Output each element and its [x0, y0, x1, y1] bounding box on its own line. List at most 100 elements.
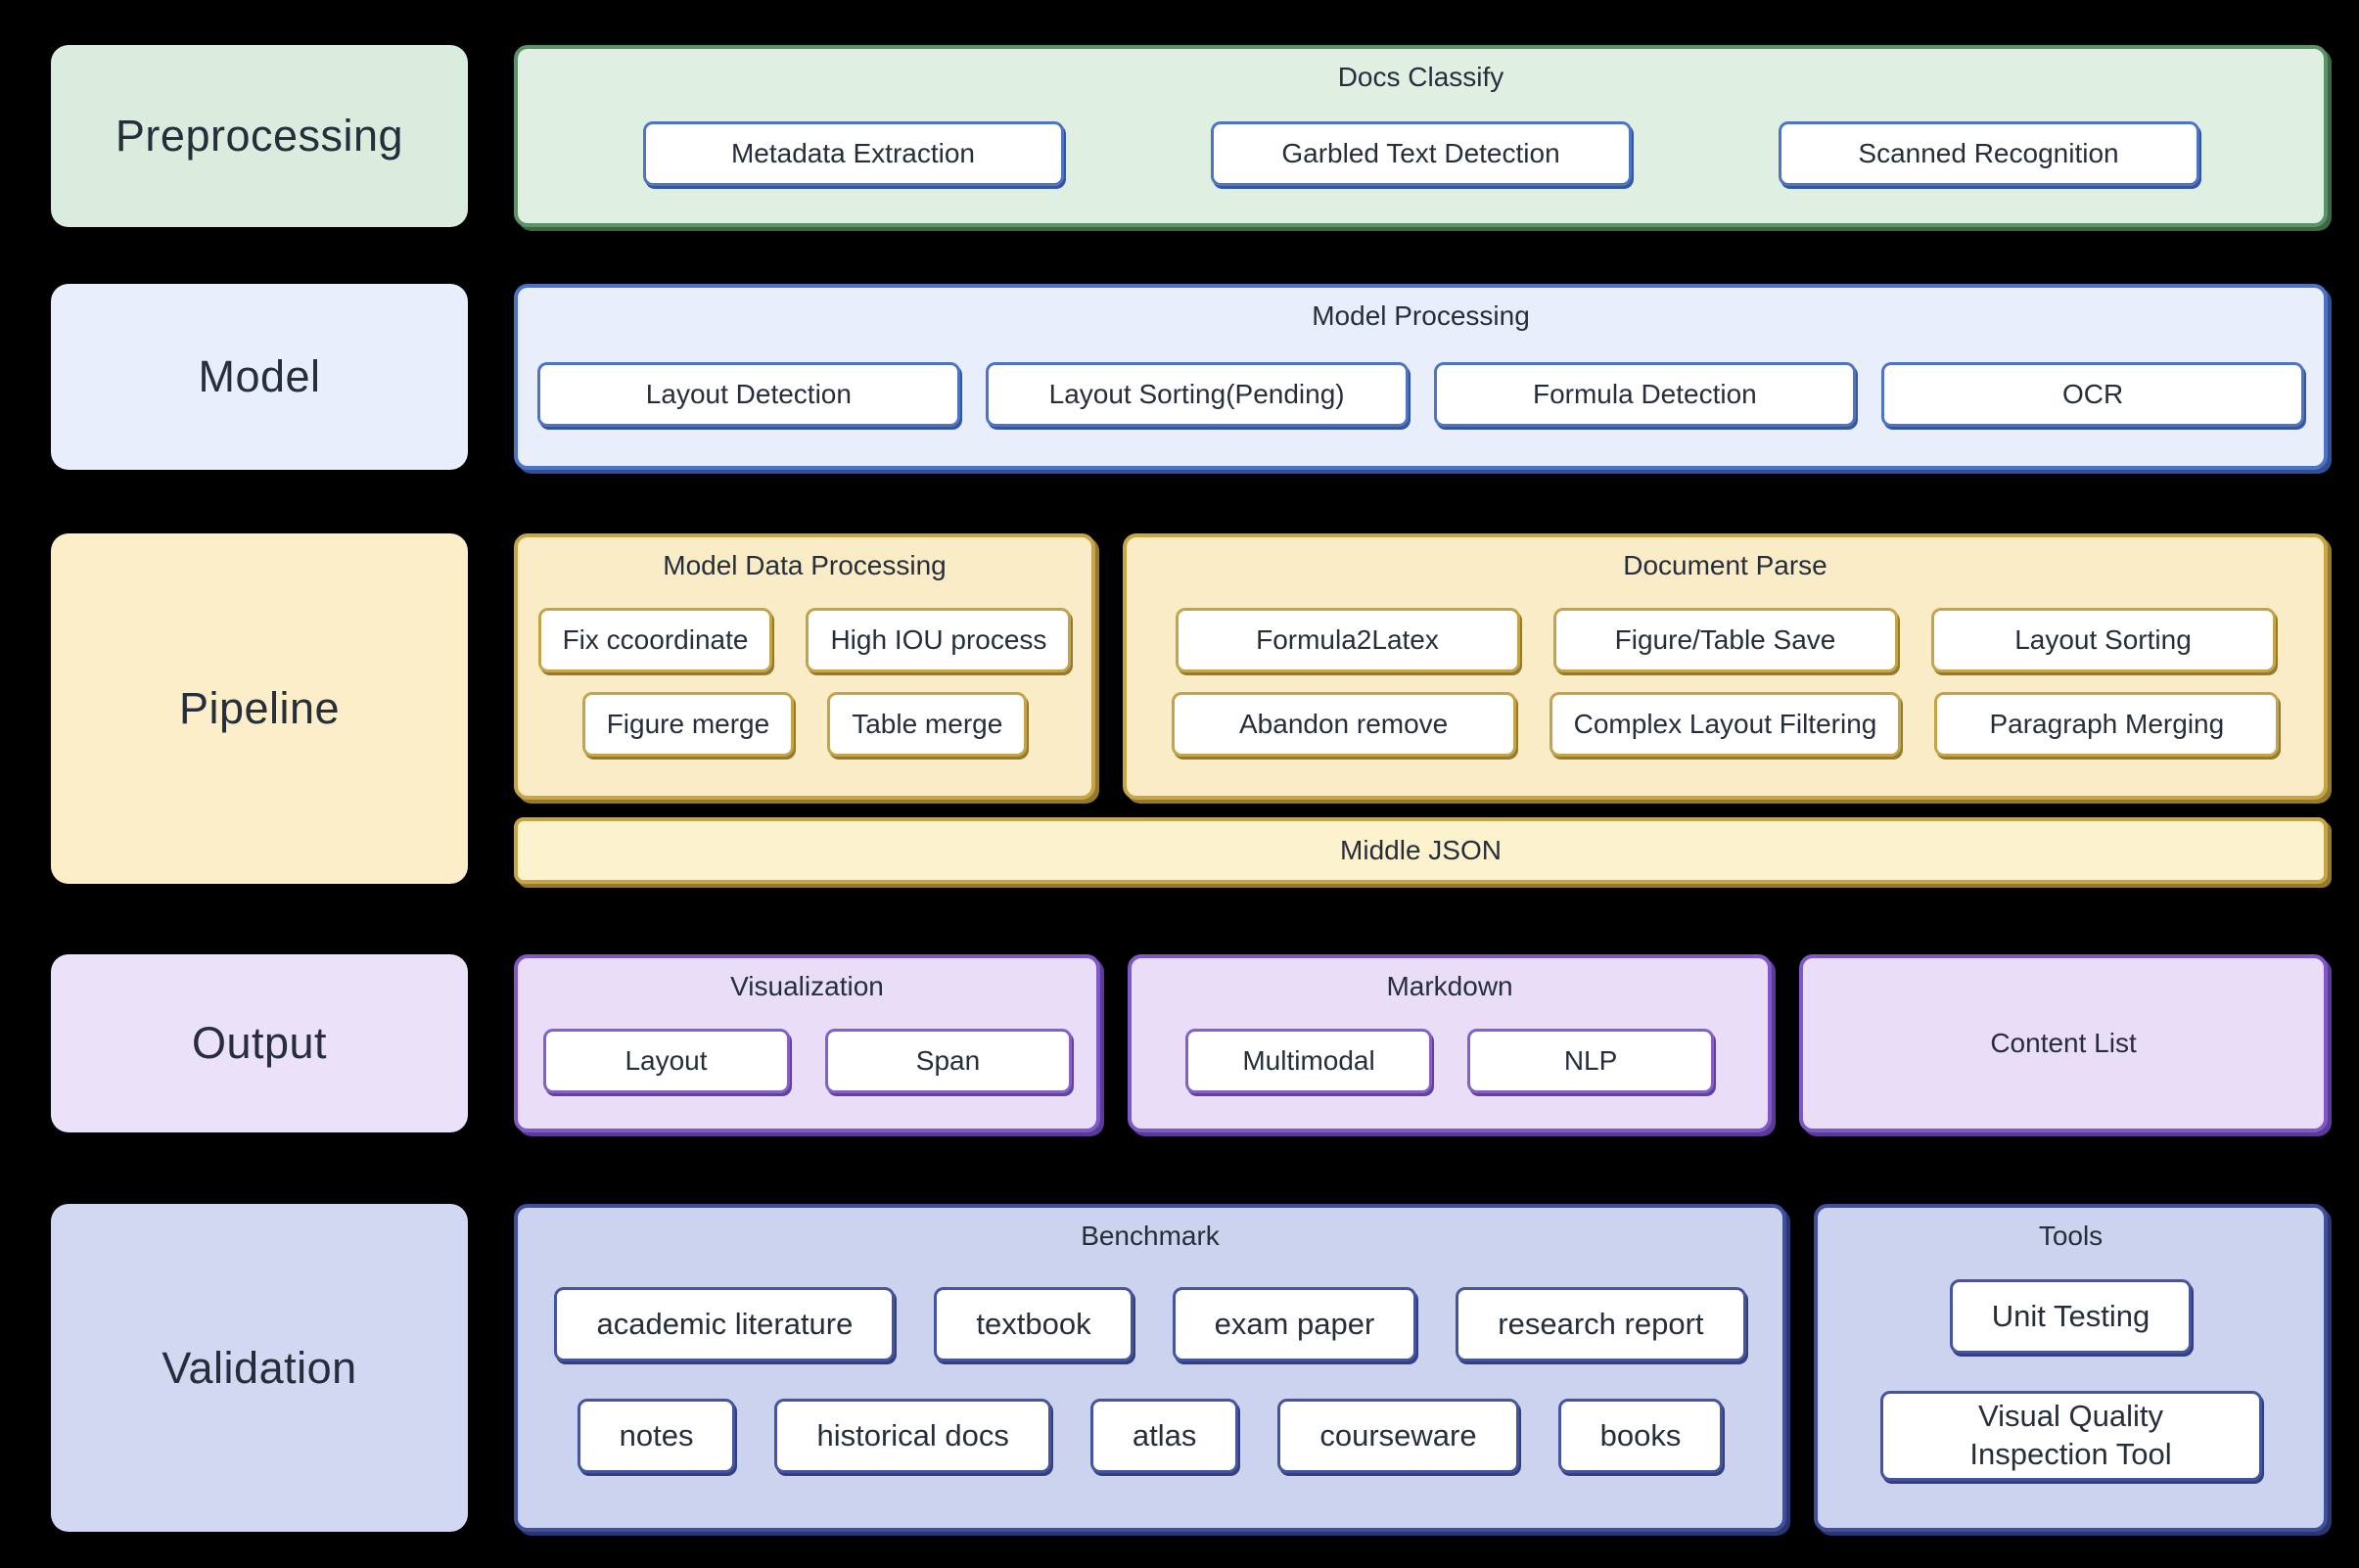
chip-row: academic literature textbook exam paper res… — [547, 1287, 1753, 1361]
chip-label-exam-paper: exam paper — [1214, 1306, 1375, 1341]
chip-row: Fix ccoordinate High IOU process — [533, 607, 1076, 672]
chip-textbook: textbook — [934, 1287, 1133, 1361]
stage-label-pipeline: Pipeline — [178, 683, 341, 733]
stage-row-validation: Validation Benchmark academic literature te… — [51, 1204, 2328, 1532]
container-title-docs-classify: Docs Classify — [1337, 62, 1504, 92]
chip-label-scanned-recognition: Scanned Recognition — [1858, 138, 2119, 168]
stage-box-pipeline: Pipeline — [51, 533, 468, 884]
chip-atlas: atlas — [1089, 1399, 1239, 1473]
chip-ocr: OCR — [1881, 361, 2304, 427]
chip-label-formula2latex: Formula2Latex — [1256, 624, 1439, 655]
chip-label-figure-table-save: Figure/Table Save — [1614, 624, 1836, 655]
blocks-validation: Benchmark academic literature textbook exam… — [514, 1204, 2328, 1532]
chip-rows: academic literature textbook exam paper res… — [518, 1252, 1782, 1528]
chip-unit-testing: Unit Testing — [1949, 1279, 2193, 1355]
chip-label-textbook: textbook — [976, 1306, 1091, 1341]
chip-rows: Multimodal NLP — [1132, 1002, 1768, 1129]
chip-complex-layout-filtering: Complex Layout Filtering — [1549, 691, 1902, 757]
container-title-tools: Tools — [2038, 1221, 2104, 1251]
container-title-visualization: Visualization — [730, 971, 884, 1001]
chip-label-layout-sorting-pending: Layout Sorting(Pending) — [1048, 379, 1345, 409]
chip-label-visual-quality-inspection-tool: Visual Quality Inspection Tool — [1969, 1399, 2172, 1471]
chip-label-multimodal: Multimodal — [1242, 1045, 1375, 1076]
chip-label-layout-sorting: Layout Sorting — [2014, 624, 2192, 655]
chip-label-table-merge: Table merge — [852, 709, 1003, 739]
chip-label-atlas: atlas — [1132, 1417, 1197, 1453]
chip-visual-quality-inspection-tool: Visual Quality Inspection Tool — [1879, 1391, 2262, 1481]
chip-span: Span — [824, 1028, 1072, 1093]
stage-label-model: Model — [198, 351, 321, 401]
chip-label-garbled-text-detection: Garbled Text Detection — [1281, 138, 1560, 168]
banner-middle-json: Middle JSON — [514, 817, 2328, 884]
container-title-content-list: Content List — [1990, 1028, 2137, 1058]
chip-row: Multimodal NLP — [1155, 1028, 1744, 1093]
chip-label-paragraph-merging: Paragraph Merging — [1989, 709, 2225, 739]
chip-label-nlp: NLP — [1563, 1045, 1618, 1076]
chip-row: Unit Testing — [1847, 1279, 2294, 1355]
chip-row: Formula2Latex Figure/Table Save Layout Sor… — [1156, 607, 2294, 672]
chip-layout: Layout — [542, 1028, 790, 1093]
chip-label-span: Span — [915, 1045, 981, 1076]
chip-rows: Layout Span — [518, 1002, 1096, 1129]
chip-label-abandon-remove: Abandon remove — [1239, 709, 1449, 739]
container-content-list: Content List — [1799, 954, 2328, 1132]
chip-label-ocr: OCR — [2062, 379, 2124, 409]
chip-academic-literature: academic literature — [554, 1287, 896, 1361]
chip-fix-ccoordinate: Fix ccoordinate — [537, 607, 773, 672]
stage-box-model: Model — [51, 284, 468, 470]
chip-high-iou-process: High IOU process — [806, 607, 1072, 672]
chip-label-books: books — [1599, 1417, 1682, 1453]
chip-label-fix-ccoordinate: Fix ccoordinate — [562, 624, 749, 655]
chip-label-unit-testing: Unit Testing — [1991, 1298, 2151, 1333]
chip-exam-paper: exam paper — [1172, 1287, 1417, 1361]
container-title-benchmark: Benchmark — [1081, 1221, 1220, 1251]
chip-formula2latex: Formula2Latex — [1175, 607, 1520, 672]
container-title-model-data-processing: Model Data Processing — [663, 550, 947, 580]
chip-scanned-recognition: Scanned Recognition — [1778, 120, 2199, 186]
chip-label-academic-literature: academic literature — [596, 1306, 854, 1341]
chip-label-notes: notes — [619, 1417, 694, 1453]
container-benchmark: Benchmark academic literature textbook exam… — [514, 1204, 1786, 1532]
content-validation: Benchmark academic literature textbook exam… — [514, 1204, 2328, 1532]
chip-label-historical-docs: historical docs — [816, 1417, 1009, 1453]
chip-row: Visual Quality Inspection Tool — [1847, 1391, 2294, 1481]
chip-label-research-report: research report — [1498, 1306, 1704, 1341]
chip-paragraph-merging: Paragraph Merging — [1934, 691, 2280, 757]
chip-notes: notes — [577, 1399, 736, 1473]
chip-abandon-remove: Abandon remove — [1171, 691, 1516, 757]
chip-label-figure-merge: Figure merge — [606, 709, 770, 739]
chip-label-high-iou-process: High IOU process — [830, 624, 1047, 655]
container-title-markdown: Markdown — [1386, 971, 1513, 1001]
chip-nlp: NLP — [1467, 1028, 1715, 1093]
chip-research-report: research report — [1456, 1287, 1746, 1361]
chip-books: books — [1557, 1399, 1724, 1473]
chip-label-layout: Layout — [624, 1045, 708, 1076]
stage-box-preprocessing: Preprocessing — [51, 45, 468, 227]
chip-figure-table-save: Figure/Table Save — [1552, 607, 1898, 672]
stage-box-validation: Validation — [51, 1204, 468, 1532]
chip-label-formula-detection: Formula Detection — [1532, 379, 1757, 409]
chip-multimodal: Multimodal — [1185, 1028, 1433, 1093]
container-title-document-parse: Document Parse — [1623, 550, 1827, 580]
stage-box-output: Output — [51, 954, 468, 1132]
